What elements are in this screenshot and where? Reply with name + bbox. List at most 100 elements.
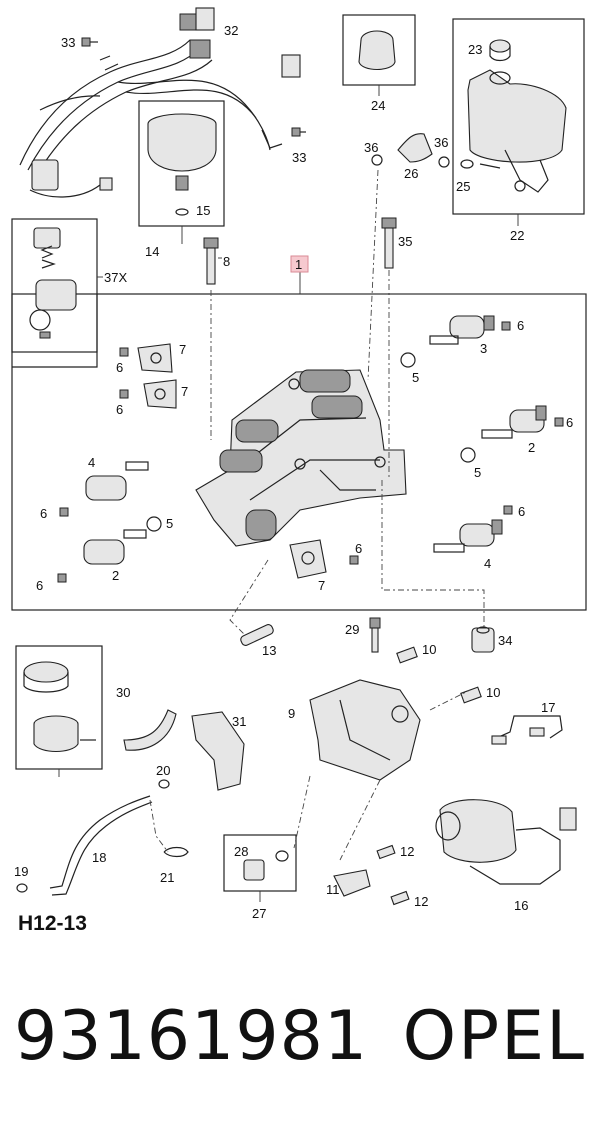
bracket-7-mid — [143, 379, 177, 409]
box-part-14 — [138, 100, 225, 227]
callout-6g[interactable]: 6 — [518, 504, 525, 519]
bracket-7-top — [137, 343, 173, 373]
assembly-line-21 — [149, 799, 169, 853]
bushing-part-34 — [471, 626, 495, 653]
box-part-22 — [452, 18, 585, 215]
hydraulic-valve-block — [195, 369, 407, 547]
callout-5b[interactable]: 5 — [474, 465, 481, 480]
callout-7b[interactable]: 7 — [181, 384, 188, 399]
callout-6b[interactable]: 6 — [116, 402, 123, 417]
callout-37x[interactable]: 37X — [104, 270, 127, 285]
parts-diagram: 1 32 33 33 24 23 22 36 36 26 25 15 14 8 … — [11, 7, 587, 921]
callout-20[interactable]: 20 — [156, 763, 170, 778]
solenoid-4-right — [433, 519, 503, 553]
callout-7a[interactable]: 7 — [179, 342, 186, 357]
bracket-part-9 — [309, 679, 421, 781]
assembly-line-26 — [367, 169, 379, 381]
callout-33a[interactable]: 33 — [61, 35, 75, 50]
callout-24[interactable]: 24 — [371, 98, 385, 113]
pipe-part-18 — [16, 779, 170, 896]
callout-23[interactable]: 23 — [468, 42, 482, 57]
callout-10b[interactable]: 10 — [486, 685, 500, 700]
callout-2a[interactable]: 2 — [528, 440, 535, 455]
callout-31[interactable]: 31 — [232, 714, 246, 729]
callout-12b[interactable]: 12 — [414, 894, 428, 909]
assembly-line-13 — [229, 559, 269, 635]
callout-28[interactable]: 28 — [234, 844, 248, 859]
bracket-7-bottom — [289, 539, 327, 579]
callout-6c[interactable]: 6 — [40, 506, 47, 521]
callout-5a[interactable]: 5 — [412, 370, 419, 385]
cap-part-24 — [358, 30, 396, 71]
callout-29[interactable]: 29 — [345, 622, 359, 637]
callout-35[interactable]: 35 — [398, 234, 412, 249]
reservoir-part-22 — [467, 39, 567, 193]
callout-17[interactable]: 17 — [541, 700, 555, 715]
callout-36b[interactable]: 36 — [434, 135, 448, 150]
solenoid-3 — [429, 315, 495, 345]
link-part-13 — [240, 624, 274, 646]
section-code: H12-13 — [18, 912, 87, 935]
motor-part-16 — [435, 799, 577, 885]
seal-5-c — [146, 516, 162, 532]
callout-11[interactable]: 11 — [326, 882, 340, 897]
brand-name: OPEL — [402, 997, 586, 1076]
callout-18[interactable]: 18 — [92, 850, 106, 865]
hose-part-30 — [123, 709, 177, 751]
bolt-part-8 — [203, 237, 219, 285]
solenoid-2-right — [481, 405, 547, 439]
callout-5c[interactable]: 5 — [166, 516, 173, 531]
callout-8[interactable]: 8 — [223, 254, 230, 269]
accumulator-part-14 — [147, 113, 217, 216]
callout-15[interactable]: 15 — [196, 203, 210, 218]
callout-1-highlight — [290, 255, 309, 273]
bracket-part-31 — [191, 711, 245, 791]
bolt-33a — [81, 37, 98, 47]
solenoid-2-left — [83, 529, 147, 565]
callout-36a[interactable]: 36 — [364, 140, 378, 155]
callout-3[interactable]: 3 — [480, 341, 487, 356]
callout-4b[interactable]: 4 — [484, 556, 491, 571]
clip-part-21 — [163, 846, 189, 858]
callout-33b[interactable]: 33 — [292, 150, 306, 165]
callout-6f[interactable]: 6 — [566, 415, 573, 430]
bolts-10 — [396, 646, 482, 704]
callout-10a[interactable]: 10 — [422, 642, 436, 657]
seal-5-b — [460, 447, 476, 463]
callout-25[interactable]: 25 — [456, 179, 470, 194]
callout-26[interactable]: 26 — [404, 166, 418, 181]
box-part-37x — [11, 218, 98, 353]
callout-21[interactable]: 21 — [160, 870, 174, 885]
lever-part-11 — [333, 869, 371, 897]
callout-22[interactable]: 22 — [510, 228, 524, 243]
callout-4a[interactable]: 4 — [88, 455, 95, 470]
callout-14[interactable]: 14 — [145, 244, 159, 259]
callout-6d[interactable]: 6 — [36, 578, 43, 593]
callout-16[interactable]: 16 — [514, 898, 528, 913]
leader-lines — [58, 85, 586, 902]
solenoid-4-left — [85, 461, 149, 501]
seal-5-a — [400, 352, 416, 368]
bolts-12 — [376, 844, 410, 906]
callout-34[interactable]: 34 — [498, 633, 512, 648]
bolts-6 — [57, 321, 564, 583]
callout-32[interactable]: 32 — [224, 23, 238, 38]
callout-27[interactable]: 27 — [252, 906, 266, 921]
valve-part-37x — [29, 227, 77, 339]
callout-6e[interactable]: 6 — [517, 318, 524, 333]
callout-30[interactable]: 30 — [116, 685, 130, 700]
callout-13[interactable]: 13 — [262, 643, 276, 658]
callout-12a[interactable]: 12 — [400, 844, 414, 859]
callout-7c[interactable]: 7 — [318, 578, 325, 593]
callout-19[interactable]: 19 — [14, 864, 28, 879]
bolt-33b — [291, 127, 306, 137]
pipe-part-17 — [491, 715, 563, 745]
bolt-part-35 — [381, 217, 397, 269]
callout-2b[interactable]: 2 — [112, 568, 119, 583]
callout-9[interactable]: 9 — [288, 706, 295, 721]
wiring-harness — [19, 7, 301, 198]
callout-6h[interactable]: 6 — [355, 541, 362, 556]
callout-1[interactable]: 1 — [295, 257, 302, 272]
sensor-part-29 — [369, 617, 381, 653]
callout-6a[interactable]: 6 — [116, 360, 123, 375]
